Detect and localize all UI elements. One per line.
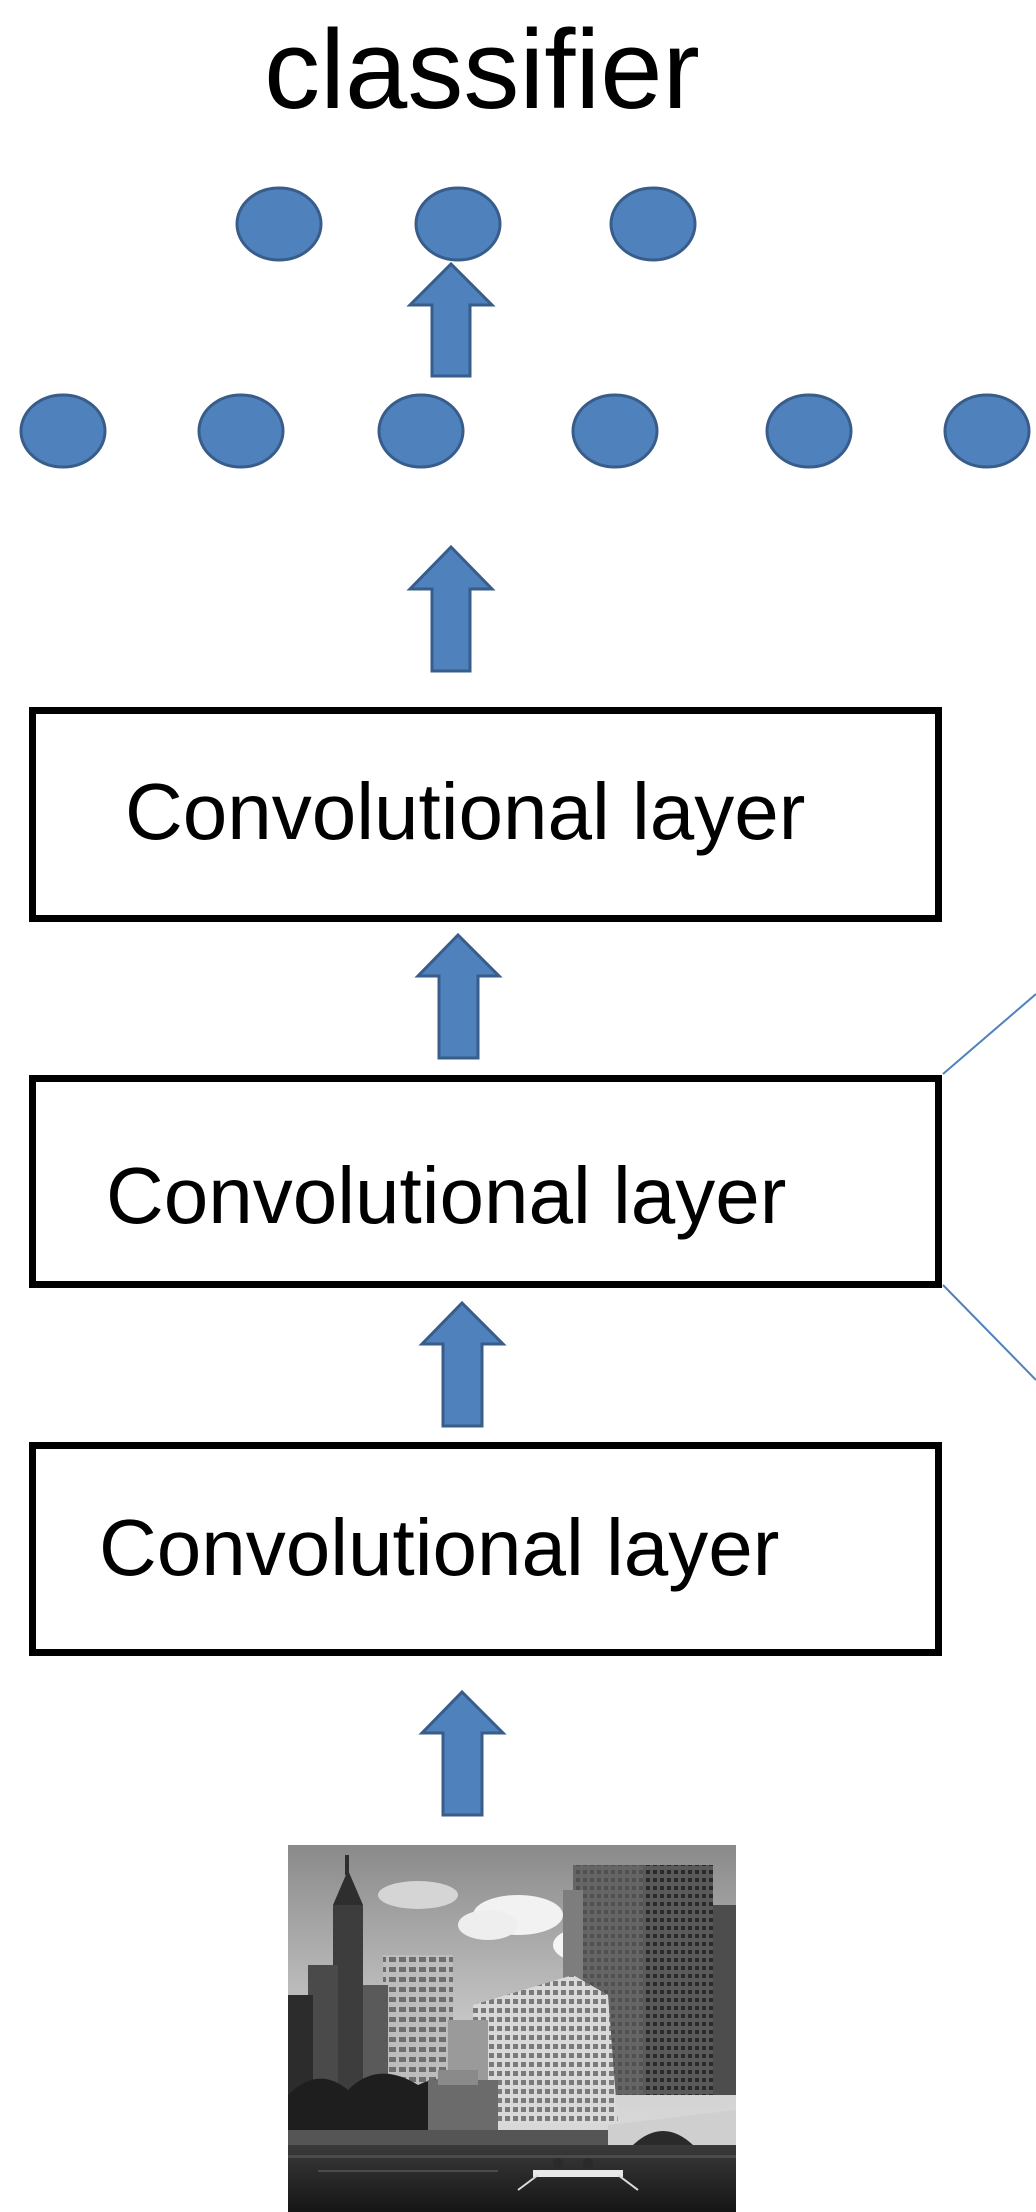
conv-layer-label: Convolutional layer [99, 1503, 780, 1592]
conv-layer-label: Convolutional layer [125, 767, 806, 856]
classifier-nodes [235, 186, 697, 262]
input-image [288, 1845, 736, 2212]
classifier-node [235, 186, 323, 262]
conv-layer-middle: Convolutional layer [29, 1075, 942, 1288]
up-arrow-icon [414, 932, 503, 1060]
diagram-title: classifier [264, 7, 700, 132]
up-arrow-icon [406, 544, 496, 673]
classifier-node [414, 186, 502, 262]
hidden-node [571, 393, 659, 469]
hidden-node [765, 393, 853, 469]
hidden-node [943, 393, 1031, 469]
up-arrow-icon [406, 261, 496, 378]
conv-layer-top: Convolutional layer [29, 707, 942, 922]
classifier-node [609, 186, 697, 262]
hidden-node [197, 393, 285, 469]
hidden-node [377, 393, 465, 469]
arrows [406, 261, 507, 1817]
city-skyline-photo-icon [288, 1845, 736, 2212]
connector-line [942, 1284, 1036, 1381]
connector-line [942, 993, 1036, 1075]
hidden-node [19, 393, 107, 469]
up-arrow-icon [418, 1689, 507, 1817]
conv-layer-bottom: Convolutional layer [29, 1442, 942, 1656]
zoom-connector-lines [942, 993, 1036, 1381]
conv-layer-label: Convolutional layer [106, 1151, 787, 1240]
up-arrow-icon [418, 1300, 507, 1428]
hidden-nodes [19, 393, 1031, 469]
